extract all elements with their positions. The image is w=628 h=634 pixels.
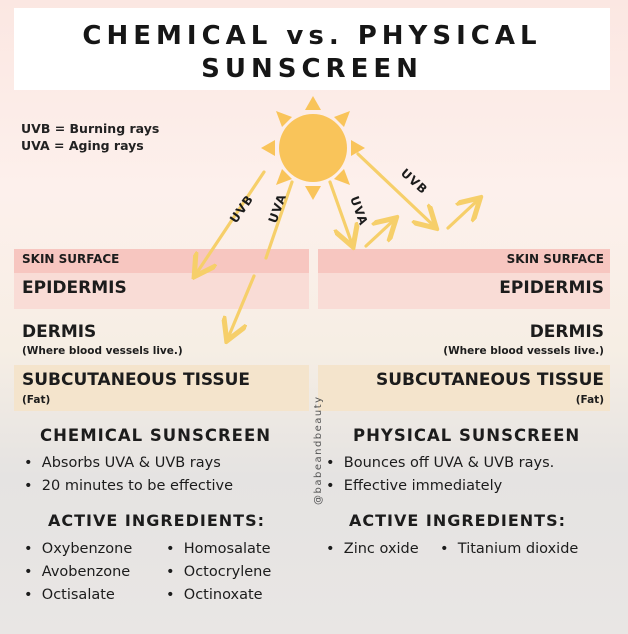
physical-ingredient-1: • Zinc oxide [326, 541, 419, 557]
chemical-ingredient-3: • Octisalate [24, 587, 115, 603]
sun-icon [261, 96, 365, 200]
chemical-ingredient-5: • Octocrylene [166, 564, 272, 580]
dermis-label-right: DERMIS [529, 322, 604, 342]
skin-surface-label-left: SKIN SURFACE [22, 252, 120, 266]
uva-ray-left-upper [264, 180, 294, 260]
physical-bullet-2-text: Effective immediately [343, 478, 503, 494]
uva-ray-arrow-right [328, 180, 352, 244]
physical-ingredient-2-text: Titanium dioxide [457, 541, 579, 557]
chemical-bullet-1-text: Absorbs UVA & UVB rays [41, 455, 221, 471]
title-line-1: CHEMICAL vs. PHYSICAL [82, 21, 542, 51]
uvb-ray-label-left: UVB [227, 192, 256, 226]
epidermis-label-left: EPIDERMIS [22, 278, 127, 298]
physical-bullet-1: • Bounces off UVA & UVB rays. [326, 455, 555, 471]
physical-ingredient-2: • Titanium dioxide [440, 541, 579, 557]
subcutaneous-label-left: SUBCUTANEOUS TISSUE [22, 370, 251, 390]
physical-bullet-2: • Effective immediately [326, 478, 503, 494]
physical-sunscreen-heading: PHYSICAL SUNSCREEN [353, 426, 581, 445]
chemical-ingredient-4-text: Homosalate [183, 541, 271, 557]
epidermis-band-right [318, 273, 610, 309]
title-line-2: SUNSCREEN [201, 54, 423, 84]
uvb-ray-arrow-right [356, 152, 434, 226]
chemical-ingredients-heading: ACTIVE INGREDIENTS: [48, 511, 265, 530]
chemical-ingredient-6: • Octinoxate [166, 587, 263, 603]
subcutaneous-band-right [318, 365, 610, 411]
physical-ingredient-1-text: Zinc oxide [343, 541, 419, 557]
dermis-label-left: DERMIS [22, 322, 97, 342]
chemical-ingredient-1-text: Oxybenzone [41, 541, 133, 557]
chemical-bullet-1: • Absorbs UVA & UVB rays [24, 455, 221, 471]
skin-surface-band-left [14, 249, 309, 273]
chemical-ingredient-6-text: Octinoxate [183, 587, 263, 603]
subcutaneous-label-right: SUBCUTANEOUS TISSUE [375, 370, 604, 390]
epidermis-band-left [14, 273, 309, 309]
uva-ray-label-right: UVA [347, 194, 371, 227]
skin-surface-band-right [318, 249, 610, 273]
legend-uva: UVA = Aging rays [21, 138, 144, 153]
watermark-handle: @babeandbeauty [313, 395, 324, 505]
chemical-ingredient-4: • Homosalate [166, 541, 271, 557]
dermis-note-left: (Where blood vessels live.) [22, 345, 183, 357]
fat-note-left: (Fat) [22, 394, 51, 406]
chemical-ingredient-1: • Oxybenzone [24, 541, 133, 557]
dermis-note-right: (Where blood vessels live.) [443, 345, 604, 357]
physical-bullet-1-text: Bounces off UVA & UVB rays. [343, 455, 555, 471]
chemical-ingredient-3-text: Octisalate [41, 587, 115, 603]
skin-surface-label-right: SKIN SURFACE [506, 252, 604, 266]
chemical-ingredient-2-text: Avobenzone [41, 564, 131, 580]
uva-ray-label-left: UVA [266, 192, 290, 225]
title-box: CHEMICAL vs. PHYSICAL SUNSCREEN [14, 8, 610, 90]
chemical-bullet-2: • 20 minutes to be effective [24, 478, 234, 494]
uvb-ray-bounce-arrow [446, 200, 478, 230]
chemical-bullet-2-text: 20 minutes to be effective [41, 478, 234, 494]
chemical-sunscreen-heading: CHEMICAL SUNSCREEN [40, 426, 272, 445]
subcutaneous-band-left [14, 365, 309, 411]
physical-ingredients-heading: ACTIVE INGREDIENTS: [349, 511, 566, 530]
uva-ray-bounce-arrow [364, 220, 394, 248]
chemical-ingredient-2: • Avobenzone [24, 564, 131, 580]
chemical-ingredient-5-text: Octocrylene [183, 564, 272, 580]
uvb-ray-arrow-left [196, 170, 266, 274]
epidermis-label-right: EPIDERMIS [499, 278, 604, 298]
uvb-ray-label-right: UVB [398, 166, 431, 197]
uva-ray-arrow-left-lower [228, 274, 256, 338]
fat-note-right: (Fat) [575, 394, 604, 406]
legend-uvb: UVB = Burning rays [21, 121, 160, 136]
